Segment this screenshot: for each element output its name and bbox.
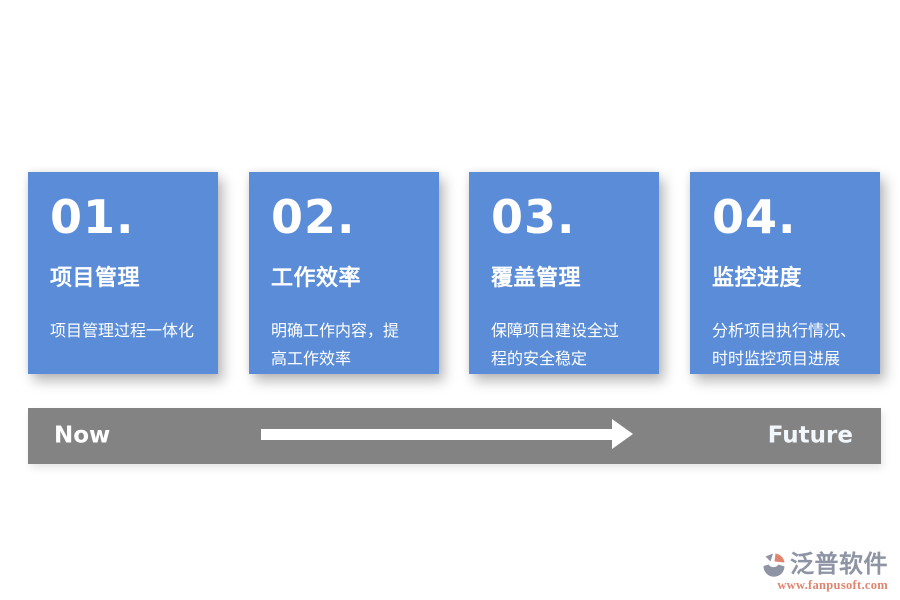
card-title: 监控进度	[712, 266, 803, 291]
card-number: 03.	[491, 190, 576, 244]
right-arrow-icon	[261, 419, 633, 449]
card-title: 项目管理	[50, 266, 141, 291]
timeline-future-label: Future	[767, 422, 853, 449]
card-description: 项目管理过程一体化	[50, 321, 195, 340]
brand-website: www.fanpusoft.com	[777, 578, 888, 592]
timeline-bar: Now Future	[28, 408, 881, 464]
card-number: 04.	[712, 190, 797, 244]
timeline-now-label: Now	[54, 422, 111, 449]
card-number: 02.	[271, 190, 356, 244]
feature-card-3: 03. 覆盖管理 保障项目建设全过 程的安全稳定	[469, 172, 659, 374]
brand-name: 泛普软件	[790, 550, 888, 578]
brand-logo: 泛普软件 www.fanpusoft.com	[758, 551, 888, 593]
feature-card-1: 01. 项目管理 项目管理过程一体化	[28, 172, 218, 374]
card-description: 明确工作内容，提 高工作效率	[271, 321, 400, 368]
card-title: 工作效率	[271, 266, 362, 291]
feature-card-2: 02. 工作效率 明确工作内容，提 高工作效率	[249, 172, 439, 374]
fanpu-logo-icon	[761, 551, 787, 577]
card-description: 分析项目执行情况、 时时监控项目进展	[712, 321, 857, 368]
card-description: 保障项目建设全过 程的安全稳定	[491, 321, 620, 368]
card-title: 覆盖管理	[491, 266, 582, 291]
feature-card-4: 04. 监控进度 分析项目执行情况、 时时监控项目进展	[690, 172, 880, 374]
card-number: 01.	[50, 190, 135, 244]
